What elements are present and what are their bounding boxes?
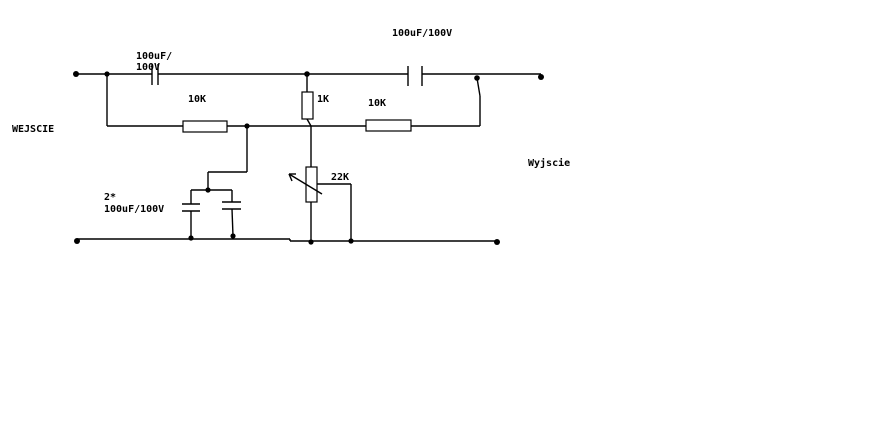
resistor-10k-right — [365, 119, 412, 132]
input-terminal-top — [73, 71, 79, 77]
middle-wire — [106, 74, 481, 127]
junction-dots — [73, 71, 544, 245]
input-cap-label-1: 100uF/ — [136, 51, 172, 62]
resistor-1k-label: 1K — [317, 94, 329, 105]
cap-pair-label-1: 2* — [104, 192, 116, 203]
input-cap-label-2: 100V — [136, 62, 160, 73]
output-terminal-ground — [494, 239, 500, 245]
potentiometer-label: 22K — [331, 172, 349, 183]
ground-wire — [77, 238, 497, 242]
input-capacitor — [151, 64, 159, 85]
cap-pair-label-2: 100uF/100V — [104, 204, 164, 215]
wiper-arrow-icon — [288, 173, 323, 195]
resistor-right-label: 10K — [368, 98, 386, 109]
resistor-1k — [301, 91, 314, 120]
input-label: WEJSCIE — [12, 124, 54, 135]
dual-capacitor-branch — [182, 126, 248, 238]
output-label: Wyjscie — [528, 157, 570, 169]
potentiometer-22k — [288, 166, 352, 241]
center-branch — [306, 74, 312, 242]
output-cap-label: 100uF/100V — [392, 28, 452, 39]
output-terminal-top — [538, 74, 544, 80]
output-capacitor — [407, 66, 423, 86]
resistor-left-label: 10K — [188, 94, 206, 105]
input-terminal-ground — [74, 238, 80, 244]
resistor-10k-left — [182, 120, 228, 133]
